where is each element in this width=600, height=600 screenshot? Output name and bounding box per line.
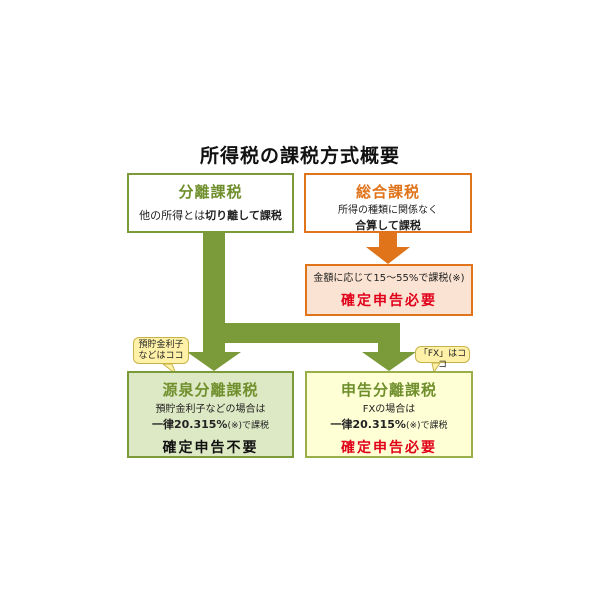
bunri-box: 分離課税 他の所得とは切り離して課税 <box>127 173 294 233</box>
bunri-desc-bold: 切り離して課税 <box>205 209 282 222</box>
bubble-right-tail <box>431 362 441 374</box>
bunri-heading: 分離課税 <box>178 183 243 201</box>
sogo-line1: 所得の種類に関係なく <box>338 205 438 216</box>
gensen-line1: 預貯金利子などの場合は <box>155 404 266 415</box>
arrow-bunri-to-shinkoku <box>225 323 416 371</box>
sogo-box: 総合課税 所得の種類に関係なく 合算して課税 <box>304 173 472 233</box>
gensen-rate-bold: 一律20.315% <box>151 418 228 431</box>
shinkoku-line1: FXの場合は <box>362 404 416 415</box>
bubble-left-line2: などはココ <box>138 351 184 361</box>
bunri-desc-prefix: 他の所得とは <box>139 209 206 222</box>
page-title: 所得税の課税方式概要 <box>199 145 400 167</box>
shinkoku-rate-suffix: (※)で課税 <box>405 421 448 431</box>
bubble-right-text: 「FX」はココ <box>418 349 467 370</box>
rate-line2: 確定申告必要 <box>341 293 437 309</box>
rate-box: 金額に応じて15～55%で課税(※) 確定申告必要 <box>305 264 473 316</box>
shinkoku-rate-bold: 一律20.315% <box>330 418 406 431</box>
arrow-bunri-to-gensen <box>187 233 241 371</box>
gensen-rate: 一律20.315%(※)で課税 <box>129 417 292 434</box>
shinkoku-rate: 一律20.315%(※)で課税 <box>307 417 471 434</box>
sogo-heading: 総合課税 <box>355 183 420 201</box>
gensen-box: 源泉分離課税 預貯金利子などの場合は 一律20.315%(※)で課税 確定申告不… <box>127 371 294 458</box>
gensen-heading: 源泉分離課税 <box>162 381 259 399</box>
bubble-right: 「FX」はココ <box>415 346 470 370</box>
shinkoku-result: 確定申告必要 <box>341 440 437 456</box>
shinkoku-heading: 申告分離課税 <box>340 381 437 399</box>
gensen-rate-suffix: (※)で課税 <box>227 421 270 431</box>
sogo-line2: 合算して課税 <box>355 219 421 232</box>
rate-line1: 金額に応じて15～55%で課税(※) <box>313 273 465 284</box>
arrow-sogo-to-rate <box>366 233 410 264</box>
gensen-result: 確定申告不要 <box>162 440 259 456</box>
bubble-left-line1: 預貯金利子 <box>138 340 184 350</box>
shinkoku-box: 申告分離課税 FXの場合は 一律20.315%(※)で課税 確定申告必要 <box>305 371 473 458</box>
bunri-desc: 他の所得とは切り離して課税 <box>129 208 292 223</box>
bubble-left: 預貯金利子 などはココ <box>133 337 189 364</box>
